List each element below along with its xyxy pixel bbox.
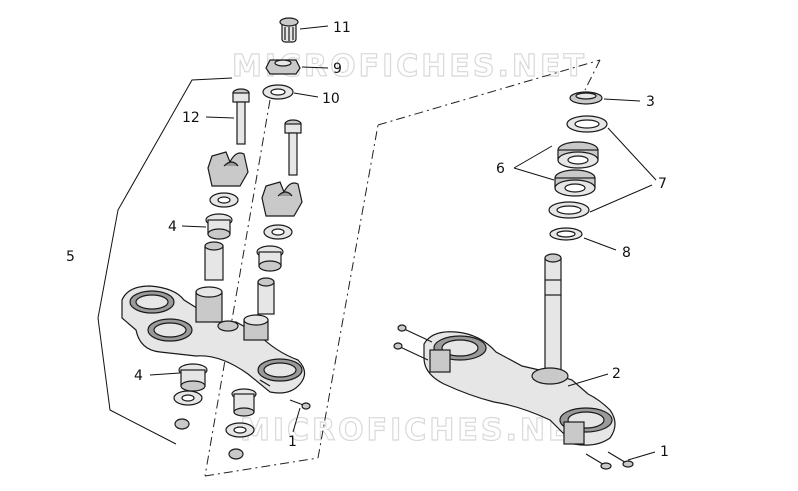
spacer-sleeve-right [257,281,275,315]
callout-6: 6 [496,161,505,177]
assembly-dash-lines [204,59,601,477]
callout-1-left: 1 [288,434,297,450]
left-assembly [121,17,311,460]
part-3-ring-nut [569,91,603,105]
part-1-bolts-right [585,451,634,470]
callout-5: 5 [66,249,75,265]
upper-triple-clamp [121,285,306,394]
nut-lower-right [228,448,244,460]
callout-12: 12 [182,110,200,126]
callout-7: 7 [658,176,667,192]
watermark-bottom: MICROFICHES.NET [240,413,595,448]
part-6-bearing-upper [557,141,599,169]
leader-lines [149,25,657,461]
part-12-bolt [232,88,250,145]
callout-labels: 11 9 10 12 4 5 4 1 3 6 7 8 2 1 [66,20,669,460]
callout-1-right: 1 [660,444,669,460]
bushing-lower-right [231,388,257,417]
nut-lower-left [174,418,190,430]
part-6-bearing-lower [554,169,596,197]
handlebar-clamp-right [261,181,303,217]
part-9-nut [265,59,301,75]
part-4-bushing-lower [178,363,208,392]
callout-10: 10 [322,91,340,107]
callout-9: 9 [333,61,342,77]
callout-3: 3 [646,94,655,110]
part-1-bolt-left [289,399,311,410]
pinch-bolts-left [393,324,433,361]
right-assembly [393,91,634,470]
callout-2: 2 [612,366,621,382]
part-4-bushing-upper [205,213,233,240]
handlebar-clamp-left [207,151,249,187]
riser-bolt [284,119,302,176]
bushing-right-upper [256,245,284,272]
part-10-washer [262,84,294,100]
bracket-5 [97,77,233,445]
callout-4-lower: 4 [134,368,143,384]
callout-11: 11 [333,20,351,36]
part-2-lower-triple-clamp [423,253,616,446]
callout-8: 8 [622,245,631,261]
callout-4-upper: 4 [168,219,177,235]
spacer-sleeve-left [204,245,224,281]
part-11-cap [279,17,299,43]
